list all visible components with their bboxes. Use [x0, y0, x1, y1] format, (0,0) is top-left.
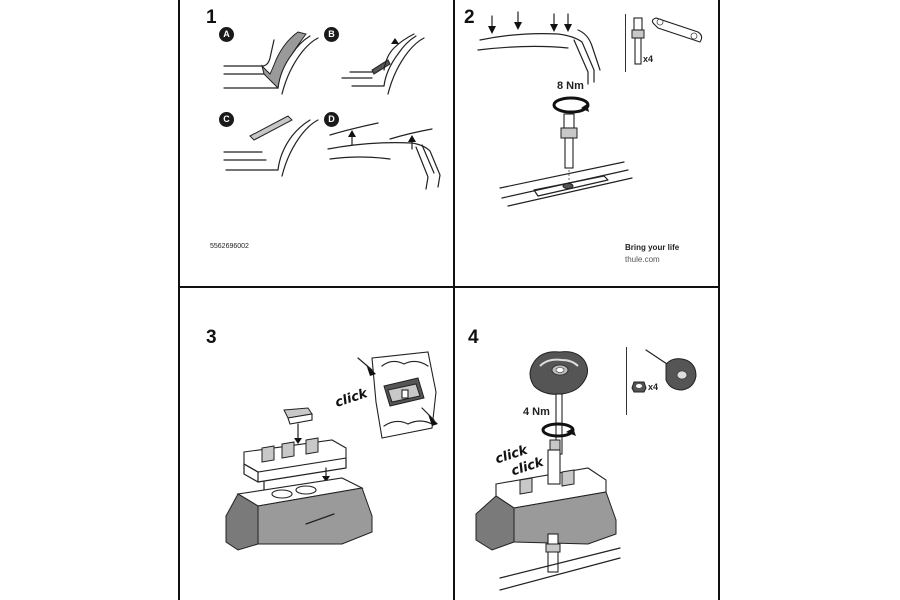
step-1-number: 1: [206, 7, 217, 28]
step-3-number: 3: [206, 327, 217, 348]
frame-right-border: [718, 0, 720, 600]
plate-part-icon: [651, 17, 703, 43]
parts-box-divider: [625, 14, 626, 72]
key-part-icon: [645, 349, 697, 391]
step-4-quantity: x4: [648, 382, 659, 392]
rotate-clockwise-icon: [552, 96, 590, 114]
frame-horizontal-divider: [178, 286, 720, 288]
foot-assembly-illustration: [225, 407, 373, 551]
nut-part-icon: [631, 381, 647, 393]
frame-center-divider: [453, 0, 455, 600]
sub-step-b-badge: B: [324, 27, 339, 42]
step-2-quantity: x4: [643, 54, 654, 64]
sub-step-c-badge: C: [219, 112, 234, 127]
illustration-1b-molding-lift: [341, 33, 425, 95]
illustration-1d-roof-arrows: [327, 122, 441, 190]
brand-website: thule.com: [625, 255, 660, 264]
illustration-2-roof-points: [477, 11, 601, 85]
foot-assembly-illustration-4: [475, 439, 621, 591]
click-detail-inset: click: [333, 351, 438, 439]
click-labels-4: click click: [493, 442, 546, 479]
rail-illustration: [499, 161, 633, 207]
step-2-torque-label: 8 Nm: [557, 80, 584, 92]
rotate-clockwise-icon-4: [541, 422, 576, 438]
step-4-number: 4: [468, 327, 479, 348]
frame-left-border: [178, 0, 180, 600]
parts-box-divider-4: [626, 347, 627, 415]
step-3-click-text: click: [333, 386, 370, 411]
step-4-torque-label: 4 Nm: [523, 406, 550, 418]
sub-step-d-badge: D: [324, 112, 339, 127]
bolt-install-illustration: [560, 113, 578, 186]
part-number: 5562696002: [210, 243, 249, 250]
brand-tagline: Bring your life: [625, 243, 680, 252]
sub-step-a-badge: A: [219, 27, 234, 42]
illustration-1c-molding-removed: [223, 115, 319, 177]
bolt-part-icon: [631, 17, 645, 65]
illustration-1a-roof-molding: [223, 31, 319, 95]
step-2-number: 2: [464, 7, 475, 28]
